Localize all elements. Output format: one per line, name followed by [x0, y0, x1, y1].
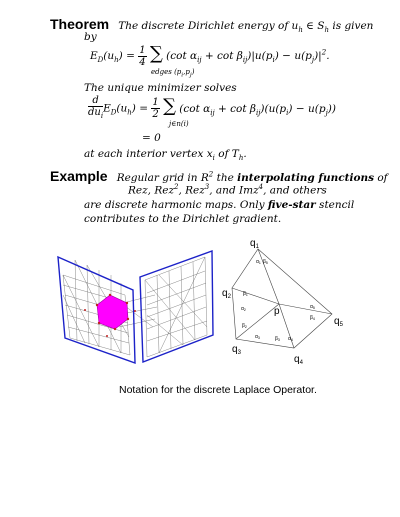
angle-a5-right: α5	[310, 304, 315, 310]
angle-b5-top: β5	[263, 259, 268, 265]
energy-rhs: (cot αij + cot βij)|u(pi) − u(pj)|2.	[166, 48, 330, 65]
five-star-stencil: q1 q2 q3 q4 q5 p α1 β5 β1 α2 β2 α3 β3 α4…	[222, 238, 344, 366]
edge-p-q4	[278, 303, 295, 349]
harmonic-map-figure	[57, 250, 214, 365]
energy-sum: ∑	[149, 43, 163, 64]
highlighted-five-star	[96, 294, 129, 330]
edge-p-q5	[278, 303, 333, 315]
frame-left	[57, 255, 136, 365]
angle-a1-top: α1	[256, 259, 261, 265]
label-q4: q4	[294, 354, 304, 366]
minimizer-text: The unique minimizer solves	[84, 82, 237, 94]
derivative-sum-subscript: j∈n(i)	[169, 120, 189, 128]
example-line1: Example Regular grid in R2 the interpola…	[50, 168, 388, 184]
label-p: p	[274, 306, 280, 317]
theorem-heading: Theorem	[50, 16, 110, 32]
stencil-outline	[231, 248, 333, 349]
angle-b4-right: β4	[310, 315, 315, 321]
derivative-rhs: (cot αij + cot βij)(u(pi) − u(pj))	[179, 102, 336, 117]
example-heading: Example	[50, 168, 108, 184]
angle-a4-low: α4	[288, 336, 293, 342]
example-line2: Rez, Rez2, Rez3, and Imz4, and others	[128, 183, 327, 197]
example-line4: contributes to the Dirichlet gradient.	[84, 213, 282, 225]
frame-right	[139, 250, 214, 364]
angle-b2-low: β2	[242, 323, 247, 329]
angle-a3-low: α3	[255, 334, 260, 340]
figure-caption: Notation for the discrete Laplace Operat…	[119, 384, 317, 396]
label-q2: q2	[222, 288, 232, 300]
angle-a2-left: α2	[241, 306, 246, 312]
edge-p-q1	[257, 248, 280, 305]
angle-b1-left: β1	[243, 291, 248, 297]
interior-vertex-text: at each interior vertex xi of Th.	[84, 148, 247, 163]
label-q5: q5	[334, 316, 344, 328]
edge-p-q3	[235, 303, 280, 340]
theorem-statement: The discrete Dirichlet energy of uh ∈ Sh…	[118, 20, 374, 35]
vertex-dots	[84, 293, 136, 337]
edge-p-q2	[231, 287, 280, 305]
angle-b3-low: β3	[275, 336, 280, 342]
label-q3: q3	[232, 344, 242, 356]
theorem-heading-line: Theorem The discrete Dirichlet energy of…	[50, 14, 373, 34]
equals-zero: = 0	[142, 132, 161, 144]
energy-sum-subscript: edges (pi,pj)	[151, 68, 195, 79]
example-line3: are discrete harmonic maps. Only five-st…	[84, 199, 355, 211]
label-q1: q1	[250, 238, 260, 250]
derivative-sum: ∑	[163, 95, 176, 117]
theorem-statement-by: by	[84, 31, 97, 43]
